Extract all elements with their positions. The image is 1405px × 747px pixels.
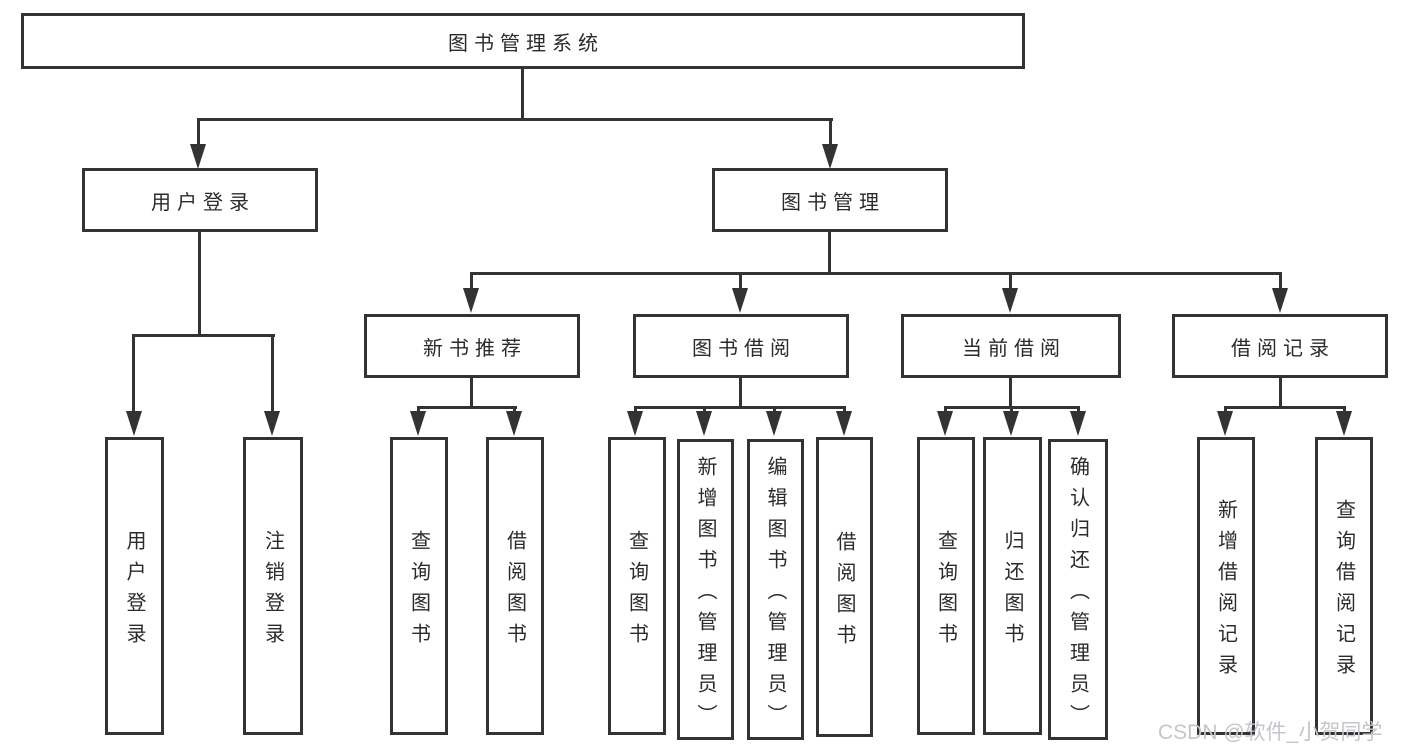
leaf-borrow-add-admin: 新增图书（管理员） — [677, 439, 734, 740]
connector-bookborrow-horizontal — [634, 406, 846, 409]
leaf-records-query-label: 查询借阅记录 — [1332, 498, 1355, 685]
arrowhead-nb-borrow — [506, 411, 522, 436]
leaf-records-add: 新增借阅记录 — [1197, 437, 1255, 735]
node-current-borrow: 当前借阅 — [901, 314, 1121, 378]
connector-stub-records — [1279, 272, 1282, 290]
connector-bookborrow-drop — [739, 378, 742, 408]
leaf-records-add-label: 新增借阅记录 — [1214, 498, 1237, 685]
node-user-login: 用户登录 — [82, 168, 318, 232]
leaf-user-login-label: 用户登录 — [123, 529, 145, 654]
connector-stub-cb-query — [944, 406, 947, 414]
leaf-newbook-borrow: 借阅图书 — [486, 437, 544, 735]
connector-stub-leaf-logout — [271, 334, 274, 414]
leaf-newbook-query: 查询图书 — [390, 437, 448, 735]
leaf-current-query: 查询图书 — [917, 437, 975, 735]
arrowhead-cb-return — [1003, 411, 1019, 436]
arrowhead-bb-borrow — [836, 411, 852, 436]
node-borrow-records: 借阅记录 — [1172, 314, 1388, 378]
arrowhead-book-mgmt — [822, 144, 838, 169]
node-book-borrow: 图书借阅 — [633, 314, 849, 378]
leaf-borrow-edit-admin-label: 编辑图书（管理员） — [764, 455, 786, 735]
connector-currentborrow-drop — [1009, 378, 1012, 408]
connector-stub-leaf-login — [132, 334, 135, 414]
leaf-borrow-add-admin-label: 新增图书（管理员） — [694, 455, 716, 735]
arrowhead-bb-edit — [766, 411, 782, 436]
arrowhead-leaf-login — [126, 411, 142, 436]
node-book-management-label: 图书管理 — [781, 191, 885, 214]
node-new-book-recommend-label: 新书推荐 — [423, 337, 527, 360]
connector-stub-cb-return — [1010, 406, 1013, 414]
arrowhead-user-login — [190, 144, 206, 169]
connector-stub-cb-confirm — [1077, 406, 1080, 414]
leaf-current-return-label: 归还图书 — [1001, 529, 1023, 654]
leaf-borrow-borrow-label: 借阅图书 — [833, 530, 855, 655]
connector-stub-current — [1009, 272, 1012, 290]
connector-stub-borrow — [739, 272, 742, 290]
connector-root-drop — [521, 69, 524, 120]
connector-newbook-horizontal — [417, 406, 517, 409]
connector-stub-book-mgmt — [829, 118, 832, 148]
leaf-current-query-label: 查询图书 — [934, 529, 957, 654]
leaf-borrow-borrow: 借阅图书 — [816, 437, 873, 737]
arrowhead-current — [1002, 288, 1018, 313]
connector-stub-user-login — [197, 118, 200, 148]
connector-records-horizontal — [1224, 406, 1346, 409]
leaf-logout-label: 注销登录 — [261, 529, 284, 654]
connector-records-drop — [1279, 378, 1282, 408]
connector-stub-nb-borrow — [513, 406, 516, 414]
arrowhead-br-query — [1336, 411, 1352, 436]
arrowhead-nb-query — [410, 411, 426, 436]
connector-userlogin-drop — [198, 232, 201, 336]
connector-level2-horizontal — [197, 118, 833, 121]
node-current-borrow-label: 当前借阅 — [962, 337, 1066, 360]
arrowhead-cb-confirm — [1070, 411, 1086, 436]
connector-stub-br-query — [1343, 406, 1346, 414]
arrowhead-cb-query — [937, 411, 953, 436]
connector-stub-bb-query — [634, 406, 637, 414]
arrowhead-borrow — [732, 288, 748, 313]
node-new-book-recommend: 新书推荐 — [364, 314, 580, 378]
node-book-management: 图书管理 — [712, 168, 948, 232]
arrowhead-bb-query — [627, 411, 643, 436]
connector-stub-new-book — [470, 272, 473, 290]
arrowhead-br-add — [1217, 411, 1233, 436]
leaf-current-confirm-admin: 确认归还（管理员） — [1048, 439, 1108, 740]
node-book-borrow-label: 图书借阅 — [692, 337, 796, 360]
leaf-borrow-edit-admin: 编辑图书（管理员） — [747, 439, 804, 740]
leaf-newbook-borrow-label: 借阅图书 — [503, 529, 526, 654]
leaf-records-query: 查询借阅记录 — [1315, 437, 1373, 735]
leaf-borrow-query-label: 查询图书 — [625, 529, 648, 654]
connector-stub-bb-edit — [773, 406, 776, 414]
connector-stub-br-add — [1224, 406, 1227, 414]
leaf-user-login: 用户登录 — [105, 437, 164, 735]
leaf-newbook-query-label: 查询图书 — [407, 529, 430, 654]
leaf-current-return: 归还图书 — [983, 437, 1042, 735]
connector-bookmgmt-drop — [828, 232, 831, 274]
leaf-logout: 注销登录 — [243, 437, 303, 735]
arrowhead-records — [1272, 288, 1288, 313]
connector-stub-bb-borrow — [843, 406, 846, 414]
connector-stub-nb-query — [417, 406, 420, 414]
arrowhead-new-book — [463, 288, 479, 313]
connector-userlogin-horizontal — [132, 334, 275, 337]
node-root-system: 图书管理系统 — [21, 13, 1025, 69]
leaf-borrow-query: 查询图书 — [608, 437, 666, 735]
connector-stub-bb-add — [703, 406, 706, 414]
node-borrow-records-label: 借阅记录 — [1231, 337, 1335, 360]
leaf-current-confirm-admin-label: 确认归还（管理员） — [1066, 455, 1089, 735]
arrowhead-leaf-logout — [264, 411, 280, 436]
connector-level3-horizontal — [470, 272, 1282, 275]
connector-newbook-drop — [470, 378, 473, 408]
arrowhead-bb-add — [696, 411, 712, 436]
node-root-label: 图书管理系统 — [448, 32, 604, 55]
csdn-watermark: CSDN @软件_小贺同学 — [1158, 721, 1383, 744]
node-user-login-label: 用户登录 — [151, 191, 255, 214]
